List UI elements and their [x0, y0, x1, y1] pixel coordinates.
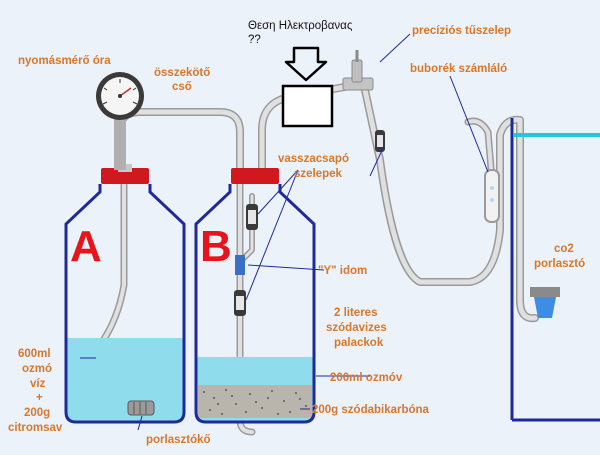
- label-tube-1: összekötő: [154, 67, 210, 79]
- label-check-valves-1: vasszacsapó: [278, 153, 349, 165]
- label-mix-5: 200g: [24, 407, 50, 419]
- bottle-b-cap: [231, 168, 279, 184]
- annotation-line2: ??: [248, 34, 261, 46]
- label-mix-1: 600ml: [18, 348, 51, 360]
- bottle-a-letter: A: [70, 222, 102, 271]
- aquarium: [510, 118, 600, 422]
- bottle-b-letter: B: [200, 222, 232, 271]
- bottle-b-outline: [194, 184, 316, 424]
- label-check-valves-2: szelepek: [294, 168, 343, 180]
- label-valve: precíziós tűszelep: [412, 25, 511, 37]
- label-bubble-counter: buborék számláló: [410, 63, 507, 75]
- label-co2-2: porlasztó: [534, 258, 585, 270]
- diffuser-stone: [127, 400, 155, 416]
- solenoid-annotation: Θεση Ηλεκτροβανας ??: [248, 20, 353, 128]
- bottle-a-cap: [101, 168, 149, 184]
- label-soda: 200g szódabikarbóna: [312, 404, 430, 416]
- label-bottles-2: szódavizes: [326, 322, 387, 334]
- y-joint: [235, 255, 245, 275]
- solenoid-placeholder-box: [281, 84, 334, 128]
- connector-tube: [116, 108, 244, 176]
- co2-diffuser: [530, 287, 560, 318]
- label-diffuser-tip: porlasztókő: [146, 434, 211, 446]
- bottle-b-soda: [198, 385, 312, 418]
- label-water-b: 200ml ozmóv: [330, 372, 403, 384]
- annotation-line1: Θεση Ηλεκτροβανας: [248, 20, 353, 32]
- down-arrow-icon: [284, 46, 328, 82]
- bottle-a-outline: [64, 184, 186, 424]
- pressure-gauge: [96, 72, 144, 170]
- label-bottles-3: palackok: [334, 337, 384, 349]
- label-mix-4: +: [36, 392, 43, 404]
- labels: nyomásmérő óra összekötő cső precíziós t…: [8, 25, 585, 446]
- label-gauge: nyomásmérő óra: [18, 55, 111, 67]
- label-mix-3: víz: [30, 378, 46, 390]
- bubble-counter: [484, 169, 500, 223]
- label-mix-6: citromsav: [8, 422, 63, 434]
- label-tube-2: cső: [172, 81, 192, 93]
- label-y-joint: "Y" idom: [318, 265, 367, 277]
- label-mix-2: ozmó: [22, 363, 52, 375]
- label-co2-1: co2: [554, 243, 574, 255]
- bottle-a: A: [64, 164, 186, 424]
- leader-lines: [80, 33, 489, 431]
- bottle-a-water: [66, 338, 184, 422]
- needle-valve: [342, 50, 374, 91]
- bottle-b: B: [194, 168, 316, 424]
- label-bottles-1: 2 literes: [334, 307, 377, 319]
